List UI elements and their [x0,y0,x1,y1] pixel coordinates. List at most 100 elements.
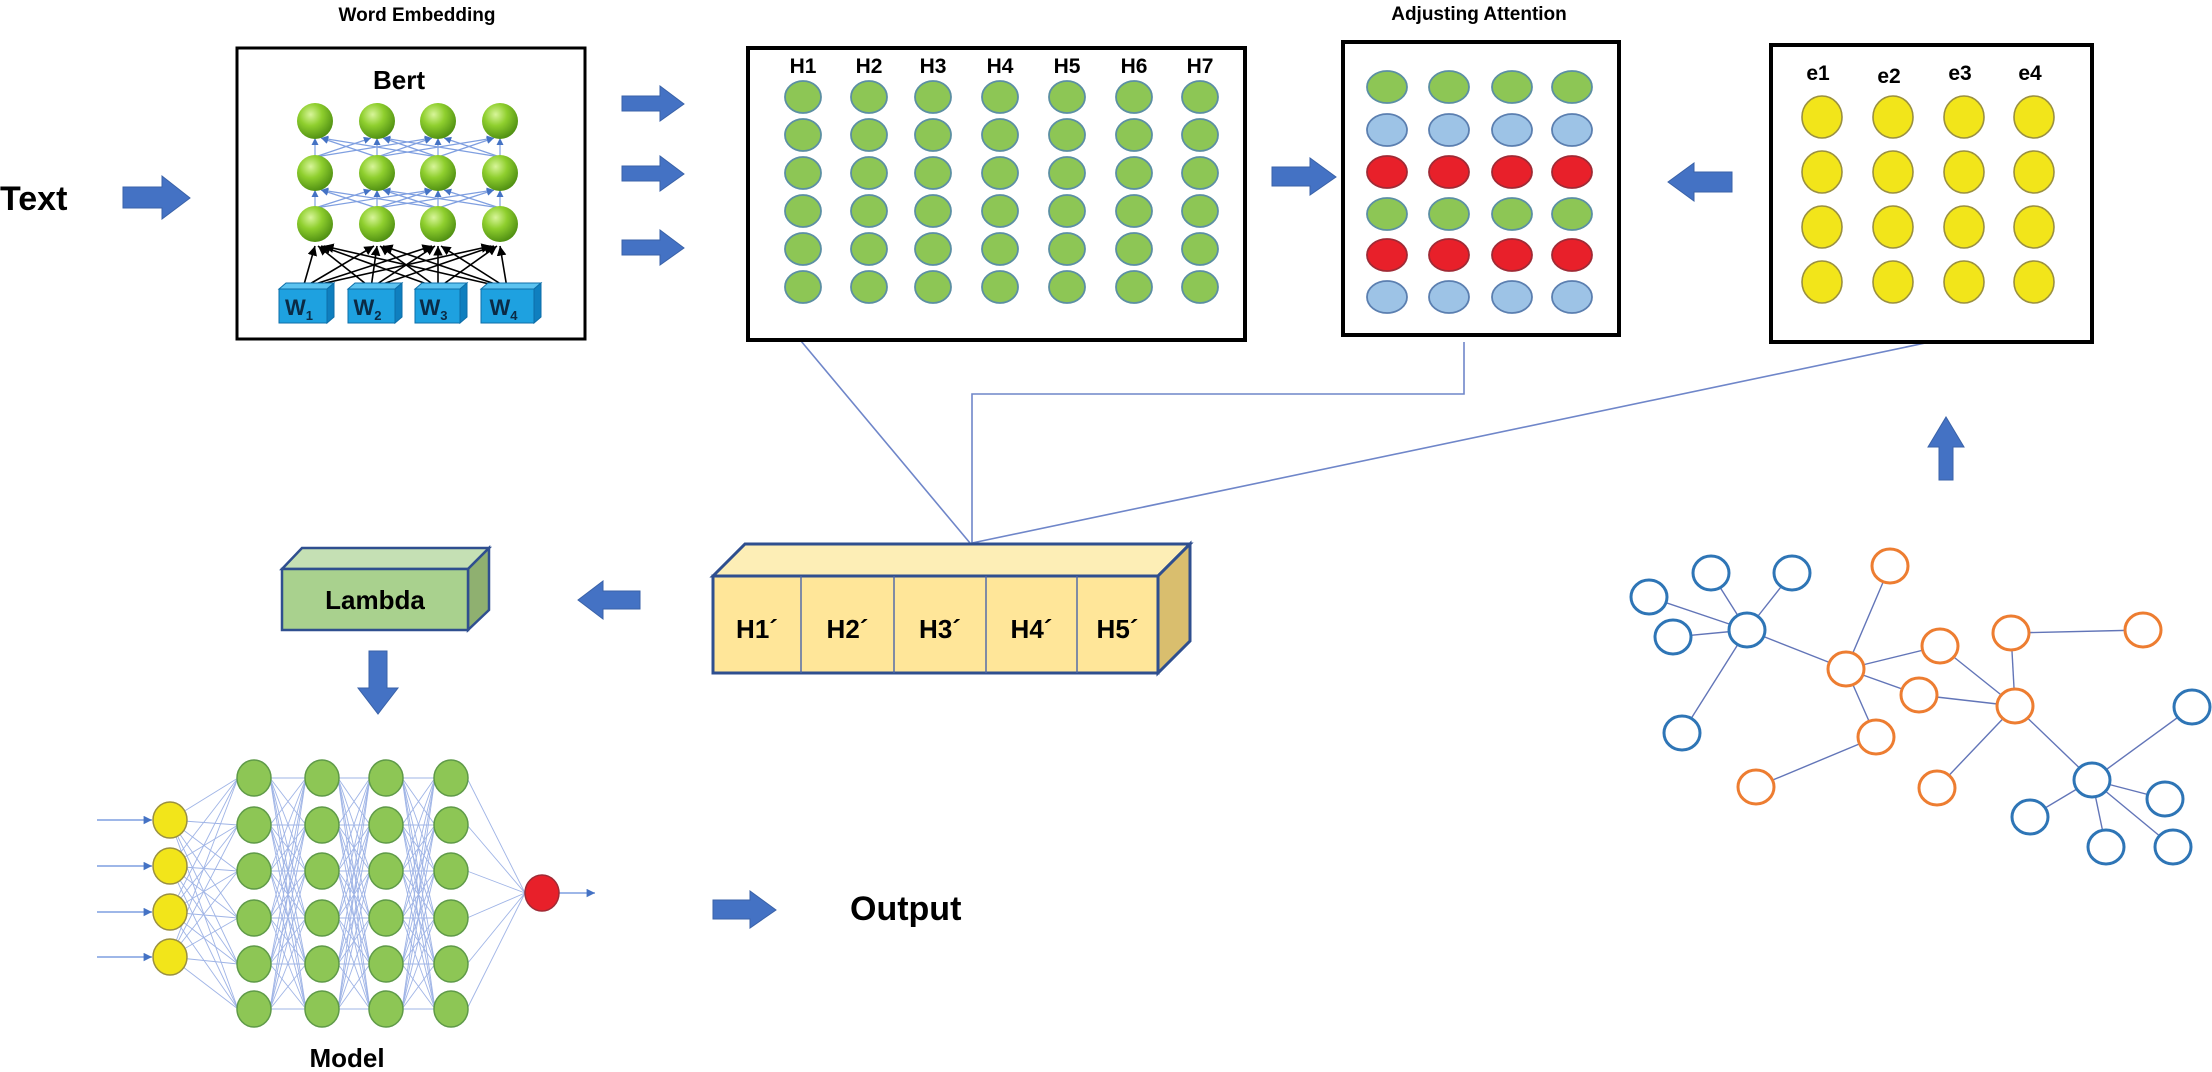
graph-edge [2091,706,2193,781]
attention-node-red [1551,155,1593,189]
bert-neuron [482,155,518,191]
token-cube-front [414,288,461,324]
token-cube-top [413,282,469,290]
model-edge [466,892,526,1010]
bert-neuron [482,206,518,242]
entity-column-label: e1 [1806,62,1830,85]
arrow-right-icon [122,174,191,220]
token-link [302,245,375,289]
token-cube-top [346,282,404,290]
hidden-node [784,194,822,228]
model-hidden-node [368,806,404,844]
token-main: W [354,295,375,320]
token-link [302,243,492,289]
graph-node-orange [1991,614,2031,652]
model-edge [269,777,307,919]
bert-attention-link [382,135,501,158]
attention-node-red [1491,155,1533,189]
token-label: W3 [420,295,448,323]
attention-node-green [1551,197,1593,231]
hidden-node [981,156,1019,190]
model-hidden-node [304,852,340,890]
hidden-node [981,270,1019,304]
bert-neuron [420,103,456,139]
attention-node-green [1366,70,1408,104]
bert-attention-link [382,136,439,158]
token-link [440,245,508,289]
fused-cell-label: H5´ [1097,614,1139,644]
entity-node [1872,95,1914,139]
model-hidden-node [304,899,340,937]
model-edge [337,777,371,919]
bert-attention-link [314,136,372,158]
hidden-node [981,194,1019,228]
neural-network-model [97,759,595,1028]
hidden-column-label: H4 [987,55,1014,78]
model-hidden-node [433,806,469,844]
entity-node [1801,205,1843,249]
bert-neuron [420,155,456,191]
model-edge [466,777,526,894]
hidden-node [1181,232,1219,266]
entity-node [2013,95,2055,139]
bert-attention-link [437,188,495,209]
model-hidden-node [236,759,272,797]
attention-node-light-blue [1366,113,1408,147]
hidden-node [1181,194,1219,228]
arrow-left-icon [577,579,641,621]
entity-node [1801,95,1843,139]
model-hidden-node [368,945,404,983]
entity-node [1943,95,1985,139]
bert-neuron [359,206,395,242]
hidden-node [914,194,952,228]
model-edge [401,777,436,1010]
model-edge [401,777,436,872]
arrow-right-icon [712,890,777,929]
arrow-up-icon [1927,416,1965,481]
attention-matrix [1341,40,1621,337]
graph-node-orange [1917,769,1957,807]
hidden-node [1181,270,1219,304]
hidden-node [850,232,888,266]
attention-node-light-blue [1366,280,1408,314]
model-edge [401,917,436,1010]
bert-attention-link [320,187,439,209]
connector-attention-to-fused [971,342,1465,543]
hidden-node [850,156,888,190]
graph-node-orange [1899,676,1939,714]
fused-cell-label: H4´ [1011,614,1053,644]
graph-node-orange [1826,650,1866,688]
hidden-node [1048,118,1086,152]
model-hidden-node [304,759,340,797]
attention-node-red [1428,155,1470,189]
model-hidden-node [433,759,469,797]
model-edge [337,917,371,1010]
hidden-node [1181,118,1219,152]
model-hidden-node [368,899,404,937]
model-output-node [524,874,560,912]
token-link [382,244,508,289]
model-hidden-node [433,899,469,937]
model-edge [337,777,371,872]
graph-node-blue [1629,578,1669,616]
entity-node [1943,260,1985,304]
model-edge [269,917,307,1010]
model-hidden-node [433,945,469,983]
hidden-node [784,156,822,190]
arrow-right-icon [1271,157,1337,196]
attention-node-light-blue [1491,113,1533,147]
hidden-column-label: H5 [1054,55,1081,78]
attention-node-red [1428,238,1470,272]
model-input-node [152,801,188,839]
model-edge [401,777,436,919]
entity-node [1872,150,1914,194]
bert-neuron [297,206,333,242]
fused-cell-label: H2´ [827,614,869,644]
graph-node-blue [1727,611,1767,649]
graph-node-blue [2153,828,2193,866]
attention-node-red [1551,238,1593,272]
connector-entity-to-fused [971,341,1931,544]
hidden-node [850,118,888,152]
